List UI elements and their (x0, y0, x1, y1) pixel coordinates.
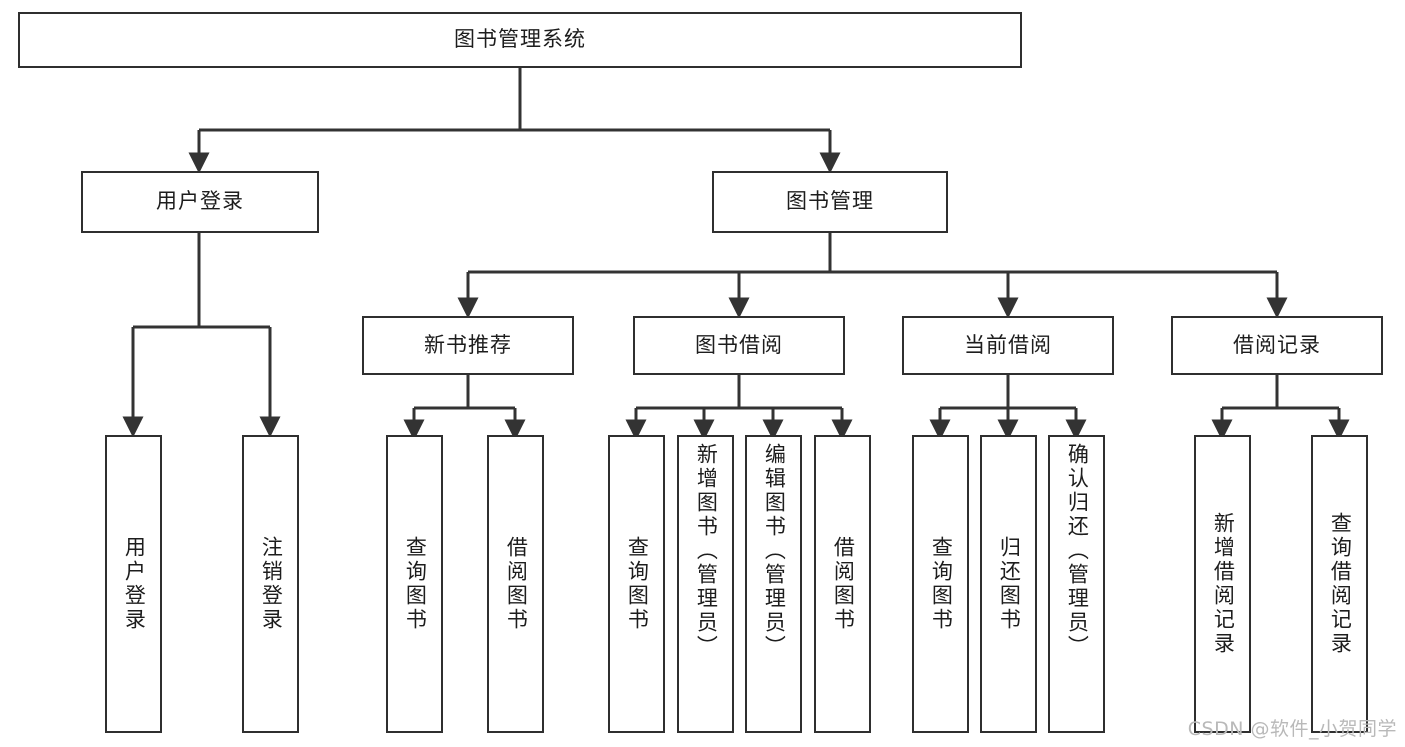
node-leaf-add-borrow-record[interactable]: 新增借阅记录 (1194, 435, 1251, 733)
node-label: 新书推荐 (424, 332, 512, 357)
node-label: 查询图书 (625, 536, 650, 632)
node-book-borrowing[interactable]: 图书借阅 (633, 316, 845, 375)
node-label: 确认归还（管理员） (1065, 443, 1090, 659)
node-leaf-query-book-borrow[interactable]: 查询图书 (608, 435, 665, 733)
node-leaf-add-book-admin[interactable]: 新增图书（管理员） (677, 435, 734, 733)
node-label: 用户登录 (156, 189, 244, 214)
node-label: 注销登录 (259, 536, 284, 632)
node-label: 编辑图书（管理员） (762, 443, 787, 659)
node-label: 查询借阅记录 (1328, 512, 1353, 656)
node-label: 图书管理系统 (454, 27, 586, 52)
node-leaf-query-borrow-record[interactable]: 查询借阅记录 (1311, 435, 1368, 733)
node-label: 新增借阅记录 (1211, 512, 1236, 656)
csdn-watermark: CSDN @软件_小贺同学 (1187, 718, 1397, 740)
node-new-book-recommendation[interactable]: 新书推荐 (362, 316, 574, 375)
node-leaf-borrow-book-newbook[interactable]: 借阅图书 (487, 435, 544, 733)
node-borrowing-record[interactable]: 借阅记录 (1171, 316, 1383, 375)
node-user-login[interactable]: 用户登录 (81, 171, 319, 233)
node-label: 查询图书 (929, 536, 954, 632)
node-label: 用户登录 (122, 536, 147, 632)
node-current-borrowing[interactable]: 当前借阅 (902, 316, 1114, 375)
node-leaf-query-book-current[interactable]: 查询图书 (912, 435, 969, 733)
node-book-management[interactable]: 图书管理 (712, 171, 948, 233)
node-leaf-edit-book-admin[interactable]: 编辑图书（管理员） (745, 435, 802, 733)
node-leaf-logout[interactable]: 注销登录 (242, 435, 299, 733)
node-leaf-user-login[interactable]: 用户登录 (105, 435, 162, 733)
node-leaf-return-book[interactable]: 归还图书 (980, 435, 1037, 733)
node-root-book-management-system[interactable]: 图书管理系统 (18, 12, 1022, 68)
node-label: 借阅图书 (504, 536, 529, 632)
node-label: 归还图书 (997, 536, 1022, 632)
node-leaf-borrow-book[interactable]: 借阅图书 (814, 435, 871, 733)
node-label: 借阅记录 (1233, 332, 1321, 357)
node-label: 新增图书（管理员） (694, 443, 719, 659)
node-label: 图书管理 (786, 189, 874, 214)
node-label: 查询图书 (403, 536, 428, 632)
node-label: 图书借阅 (695, 332, 783, 357)
node-label: 当前借阅 (964, 332, 1052, 357)
node-leaf-query-book-newbook[interactable]: 查询图书 (386, 435, 443, 733)
node-leaf-confirm-return-admin[interactable]: 确认归还（管理员） (1048, 435, 1105, 733)
node-label: 借阅图书 (831, 536, 856, 632)
